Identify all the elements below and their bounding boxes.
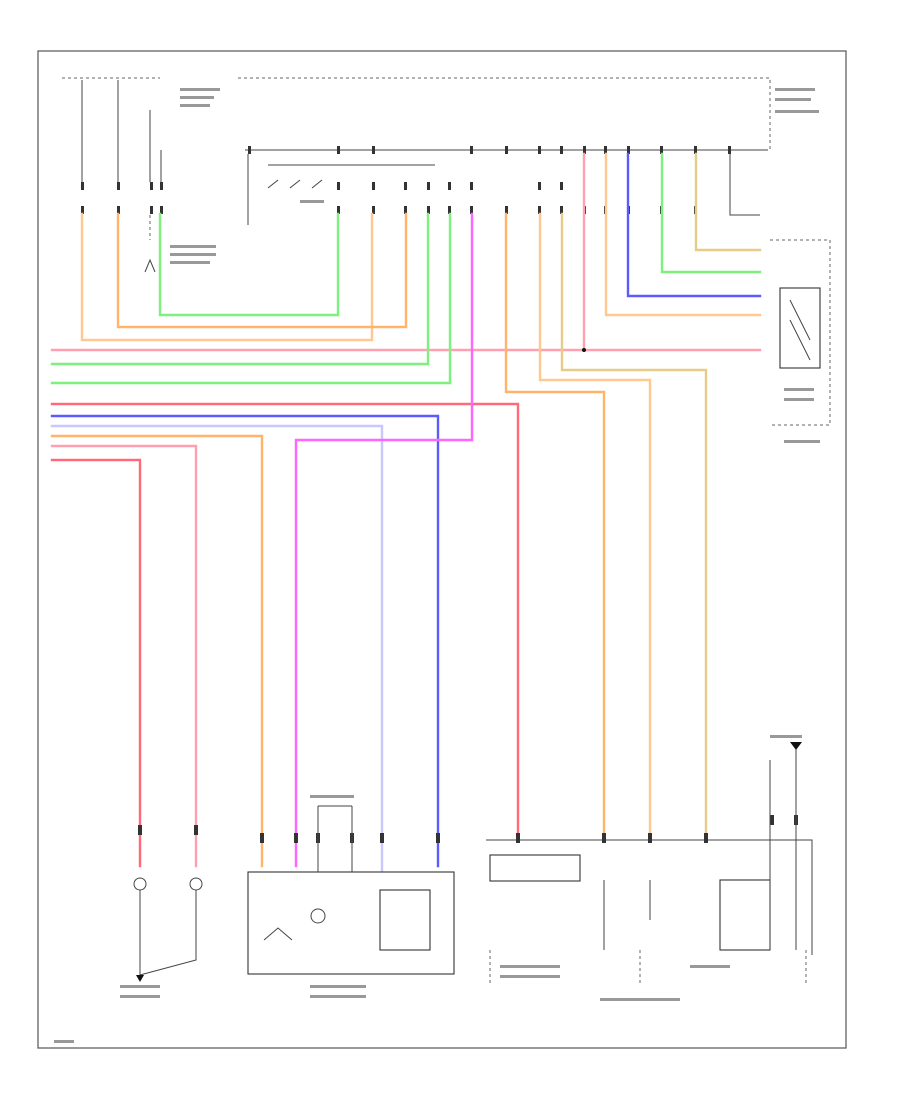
combination-switch-contacts (789, 299, 811, 361)
wire-green-2 (50, 212, 430, 366)
mid-connector-blocks (81, 182, 697, 214)
wire-red-1 (50, 402, 520, 840)
combination-switch-box (779, 287, 821, 369)
wire-green-1 (158, 212, 340, 317)
wire-orange-1 (80, 212, 374, 342)
wire-red-2 (50, 458, 142, 868)
wire-orange-6 (604, 152, 762, 317)
wire-orange-2 (116, 212, 408, 329)
wire-tan-2 (694, 152, 762, 252)
wire-blue-1 (50, 414, 440, 868)
top-module-outline (238, 77, 771, 150)
splice-dot (582, 348, 586, 352)
center-module (247, 805, 455, 975)
wire-green-4 (660, 152, 762, 274)
wire-green-3 (50, 212, 452, 385)
wire-orange-4 (504, 212, 606, 840)
diagram-frame (37, 50, 847, 1049)
wire-pink-2 (50, 444, 198, 868)
left-lamp-group (133, 825, 203, 982)
right-module (486, 742, 813, 985)
wire-blue-2 (626, 152, 762, 298)
tiny-label-marks (54, 88, 820, 1043)
wire-gray-short (729, 154, 760, 216)
switch-symbols-top (267, 164, 435, 189)
wire-tan-1 (560, 212, 708, 840)
fuse-feed-wires (81, 80, 249, 273)
wire-lavender-1 (50, 424, 384, 882)
wire-orange-5 (538, 212, 652, 840)
wire-magenta-1 (294, 212, 474, 868)
wire-orange-3 (50, 434, 264, 868)
top-connector-pins (248, 146, 731, 154)
combination-switch-outline (770, 239, 831, 426)
